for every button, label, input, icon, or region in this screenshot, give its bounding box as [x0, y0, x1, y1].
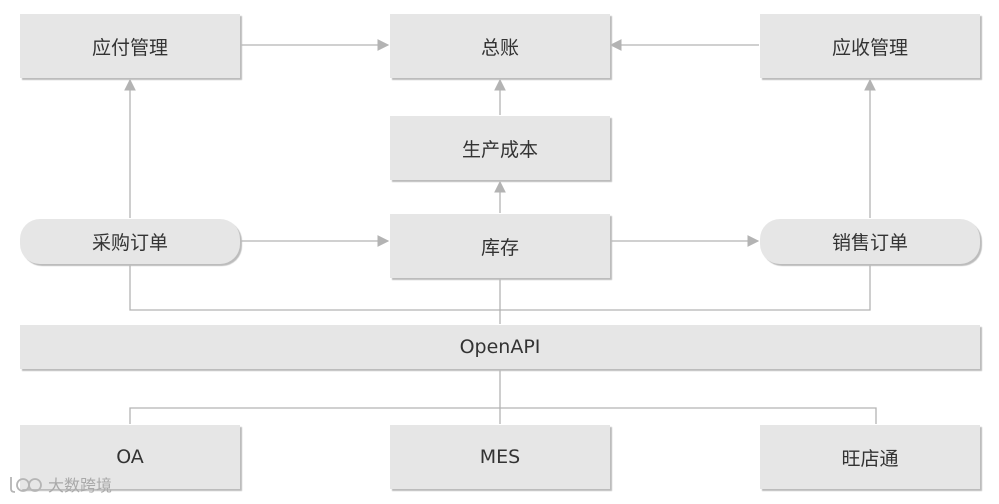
node-po-label: 采购订单	[91, 232, 168, 254]
node-wdt: 旺店通	[760, 425, 980, 489]
node-ap: 应付管理	[20, 14, 240, 78]
node-gl-label: 总账	[480, 36, 519, 59]
node-gl: 总账	[390, 14, 610, 78]
node-cost-label: 生产成本	[461, 138, 538, 161]
node-oa-label: OA	[116, 446, 144, 468]
node-ar: 应收管理	[760, 14, 980, 78]
watermark-logo-icon	[10, 477, 42, 493]
node-po: 采购订单	[20, 219, 240, 264]
node-ar-label: 应收管理	[831, 36, 908, 59]
node-api: OpenAPI	[20, 325, 980, 369]
node-inv: 库存	[390, 214, 610, 278]
node-so-label: 销售订单	[831, 232, 908, 254]
node-api-label: OpenAPI	[459, 336, 541, 358]
edge-systems-bus	[129, 407, 877, 424]
node-oa: OA	[20, 425, 240, 489]
node-ap-label: 应付管理	[91, 36, 168, 59]
node-cost: 生产成本	[390, 116, 610, 180]
node-so: 销售订单	[760, 219, 980, 264]
node-inv-label: 库存	[480, 236, 519, 259]
watermark: 大数跨境	[8, 472, 112, 496]
node-wdt-label: 旺店通	[841, 447, 899, 470]
watermark-text: 大数跨境	[48, 476, 113, 495]
node-mes: MES	[390, 425, 610, 489]
node-mes-label: MES	[479, 446, 521, 468]
